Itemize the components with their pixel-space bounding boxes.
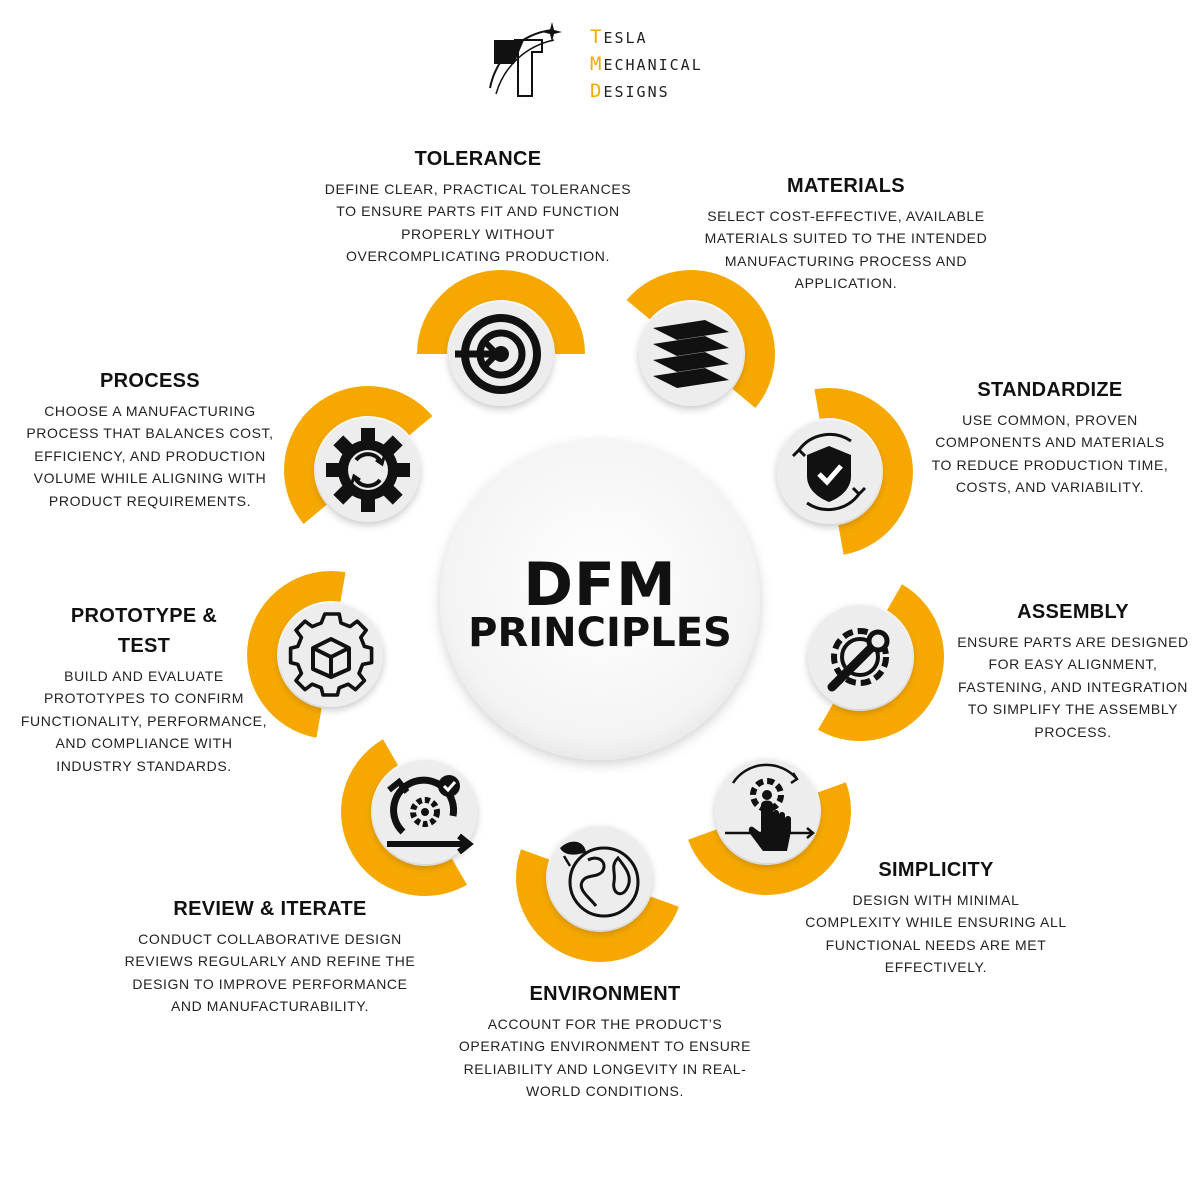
principle-description: DESIGN WITH MINIMAL COMPLEXITY WHILE ENS…	[805, 892, 1067, 976]
accent-arc-prototype	[247, 571, 346, 738]
principle-standardize: STANDARDIZE USE COMMON, PROVEN COMPONENT…	[920, 379, 1180, 499]
principle-description: USE COMMON, PROVEN COMPONENTS AND MATERI…	[931, 412, 1169, 496]
principle-assembly: ASSEMBLY ENSURE PARTS ARE DESIGNED FOR E…	[946, 601, 1200, 743]
layers-icon	[653, 320, 729, 388]
principle-title: SIMPLICITY	[878, 859, 994, 881]
principle-description: CONDUCT COLLABORATIVE DESIGN REVIEWS REG…	[124, 931, 416, 1015]
principle-description: DEFINE CLEAR, PRACTICAL TOLERANCES TO EN…	[324, 181, 632, 265]
center-title-dfm: DFM	[523, 550, 677, 620]
principle-description: ACCOUNT FOR THE PRODUCT’S OPERATING ENVI…	[458, 1016, 752, 1100]
logo-line-1: TESLA	[590, 26, 648, 48]
principle-title: ASSEMBLY	[1017, 601, 1129, 623]
principle-title: PROCESS	[100, 370, 200, 392]
principle-title: REVIEW & ITERATE	[173, 898, 367, 920]
principle-description: SELECT COST-EFFECTIVE, AVAILABLE MATERIA…	[704, 208, 988, 292]
principle-title: MATERIALS	[787, 175, 905, 197]
accent-arc-standardize	[814, 388, 913, 555]
gear-box-icon	[288, 612, 374, 697]
logo-line-2: MECHANICAL	[590, 53, 703, 75]
accent-arc-materials	[626, 270, 775, 408]
principle-review: REVIEW & ITERATE CONDUCT COLLABORATIVE D…	[115, 898, 425, 1018]
principle-prototype: PROTOTYPE & TEST BUILD AND EVALUATE PROT…	[12, 601, 276, 777]
principle-materials: MATERIALS SELECT COST-EFFECTIVE, AVAILAB…	[686, 175, 1006, 295]
target-icon	[455, 314, 541, 394]
principle-description: BUILD AND EVALUATE PROTOTYPES TO CONFIRM…	[20, 668, 268, 774]
gear-sync-icon	[326, 428, 410, 512]
accent-arc-review	[341, 739, 467, 896]
accent-arc-environment	[516, 849, 679, 962]
center-disc	[440, 440, 760, 760]
principle-title: PROTOTYPE & TEST	[70, 605, 218, 657]
wrench-gear-icon	[827, 628, 890, 692]
accent-arc-simplicity	[688, 782, 851, 895]
principle-description: ENSURE PARTS ARE DESIGNED FOR EASY ALIGN…	[957, 634, 1189, 740]
brand-logo: TESLA MECHANICAL DESIGNS	[486, 18, 726, 108]
principle-title: ENVIRONMENT	[529, 983, 681, 1005]
hand-gear-icon	[725, 763, 815, 851]
principle-description: CHOOSE A MANUFACTURING PROCESS THAT BALA…	[26, 403, 274, 509]
logo-line-3: DESIGNS	[590, 80, 670, 102]
icon-circle-materials	[639, 302, 743, 406]
accent-arc-process	[284, 386, 433, 524]
principle-simplicity: SIMPLICITY DESIGN WITH MINIMAL COMPLEXIT…	[796, 859, 1076, 979]
principle-title: STANDARDIZE	[977, 379, 1123, 401]
globe-leaf-icon	[560, 841, 640, 918]
principle-tolerance: TOLERANCE DEFINE CLEAR, PRACTICAL TOLERA…	[318, 148, 638, 268]
principle-title: TOLERANCE	[414, 148, 542, 170]
logo-mark-icon	[489, 22, 562, 97]
principle-process: PROCESS CHOOSE A MANUFACTURING PROCESS T…	[14, 370, 286, 512]
gear-cycle-check-icon	[387, 775, 474, 855]
shield-check-icon	[791, 432, 867, 512]
accent-arc-tolerance	[417, 270, 585, 355]
center-title-principles: PRINCIPLES	[468, 610, 732, 656]
accent-arc-assembly	[818, 584, 944, 741]
principle-environment: ENVIRONMENT ACCOUNT FOR THE PRODUCT’S OP…	[445, 983, 765, 1103]
accent-arcs	[247, 270, 944, 962]
